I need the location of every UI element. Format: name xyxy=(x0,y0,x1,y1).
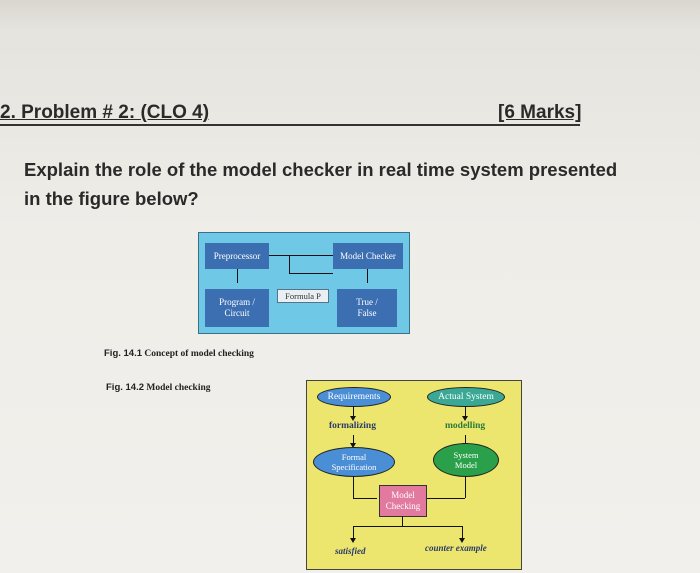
connector-line xyxy=(353,406,354,418)
model-checking-label-2: Checking xyxy=(385,501,421,511)
arrow-head xyxy=(462,416,468,421)
connector-line xyxy=(237,269,238,283)
top-margin-band xyxy=(0,0,700,30)
figure1-number: Fig. 14.1 xyxy=(104,348,143,359)
formal-specification-oval: Formal Specification xyxy=(313,447,395,477)
specification-label: Specification xyxy=(331,462,377,472)
counter-example-label: counter example xyxy=(425,543,487,553)
connector-line xyxy=(353,435,354,445)
arrow-head xyxy=(459,538,465,543)
model-checking-box: Model Checking xyxy=(379,485,427,517)
true-false-box: True / False xyxy=(337,289,397,327)
connector-line xyxy=(353,476,354,498)
connector-line xyxy=(289,255,290,273)
satisfied-label: satisfied xyxy=(335,546,366,556)
connector-line xyxy=(427,498,465,499)
program-circuit-box: Program / Circuit xyxy=(205,289,269,327)
connector-line xyxy=(353,526,354,540)
connector-line xyxy=(465,406,466,418)
model-checking-label-1: Model xyxy=(391,490,415,500)
connector-line xyxy=(465,435,466,445)
arrow-head xyxy=(350,416,356,421)
circuit-label: Circuit xyxy=(224,308,250,318)
question-prompt: Explain the role of the model checker in… xyxy=(24,159,618,209)
formula-box: Formula P xyxy=(277,289,329,303)
model-label: Model xyxy=(454,460,478,470)
figure-model-checking-concept: Preprocessor Model Checker Formula P Pro… xyxy=(198,232,410,334)
connector-line xyxy=(465,476,466,498)
modelling-label: modelling xyxy=(445,421,486,431)
formalizing-label: formalizing xyxy=(329,421,376,431)
model-checker-box: Model Checker xyxy=(333,243,403,269)
program-label: Program / xyxy=(219,297,255,307)
false-label: False xyxy=(357,308,377,318)
figure1-caption-text: Concept of model checking xyxy=(144,349,254,359)
connector-line xyxy=(269,255,333,256)
arrow-head xyxy=(350,538,356,543)
connector-line xyxy=(289,273,333,274)
system-label: System xyxy=(453,450,479,460)
question-title: 2. Problem # 2: (CLO 4) xyxy=(0,102,210,123)
arrow-head xyxy=(350,443,356,448)
connector-line xyxy=(353,526,463,527)
formal-label: Formal xyxy=(341,452,367,462)
connector-line xyxy=(462,526,463,540)
figure1-caption: Fig. 14.1 Concept of model checking xyxy=(104,348,254,359)
connector-line xyxy=(367,269,368,283)
system-model-oval: System Model xyxy=(433,443,499,477)
figure2-number: Fig. 14.2 xyxy=(106,382,145,393)
figure2-caption-text: Model checking xyxy=(146,383,211,393)
connector-line xyxy=(402,516,403,526)
true-label: True / xyxy=(356,297,378,307)
preprocessor-box: Preprocessor xyxy=(205,243,269,269)
figure-model-checking-process: Requirements Actual System formalizing m… xyxy=(306,380,522,570)
requirements-oval: Requirements xyxy=(317,387,391,407)
figure2-caption: Fig. 14.2 Model checking xyxy=(106,382,211,393)
question-marks: [6 Marks] xyxy=(498,102,582,123)
actual-system-oval: Actual System xyxy=(427,387,505,407)
header-rule xyxy=(0,124,580,126)
connector-line xyxy=(353,498,377,499)
question-header: 2. Problem # 2: (CLO 4) [6 Marks] xyxy=(0,102,582,126)
